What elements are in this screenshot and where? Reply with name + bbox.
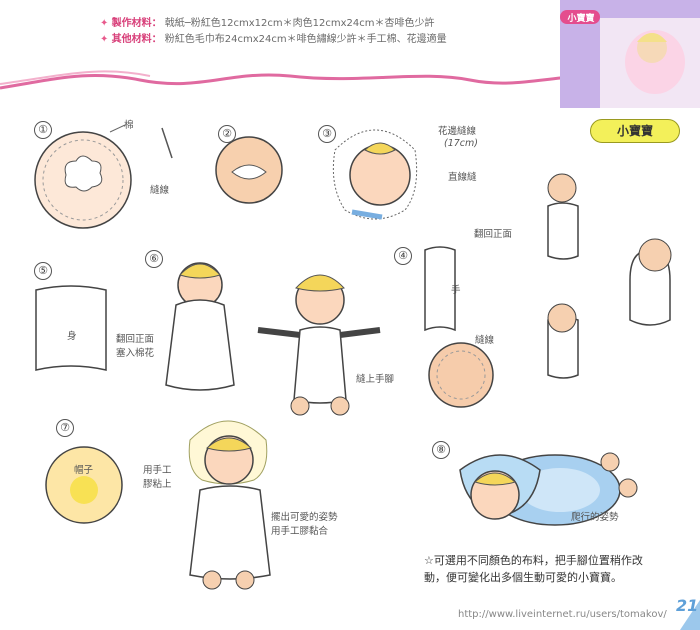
note-pose: 擺出可愛的姿勢 用手工膠黏合 — [271, 512, 338, 537]
tip-text: ☆可選用不同顏色的布料，把手腳位置稍作改動，便可變化出多個生動可愛的小寶寶。 — [424, 554, 643, 584]
step-number-5: ⑤ — [34, 262, 52, 280]
note-straight-stitch: 直線縫 — [448, 172, 477, 183]
note-stitch-4: 縫線 — [475, 335, 495, 346]
note-lace-length: (17cm) — [444, 138, 478, 149]
materials-text: 戟紙─粉紅色12cmx12cm＊肉色12cmx24cm＊杏啡色少許 — [164, 18, 435, 29]
materials-line-2: ✦ 其他材料： 粉紅色毛巾布24cmx24cm＊啡色繡線少許＊手工棉、花邊適量 — [100, 30, 447, 45]
bullet-icon: ✦ — [100, 34, 109, 45]
step-number-7: ⑦ — [56, 419, 74, 437]
materials-line-1: ✦ 製作材料： 戟紙─粉紅色12cmx12cm＊肉色12cmx24cm＊杏啡色少… — [100, 14, 434, 29]
note-hand: 手 — [451, 285, 461, 296]
step-number-8: ⑧ — [432, 441, 450, 459]
note-sew-hands-feet: 縫上手腳 — [356, 374, 395, 385]
materials-text: 粉紅色毛巾布24cmx24cm＊啡色繡線少許＊手工棉、花邊適量 — [164, 34, 447, 45]
materials-label: 其他材料： — [111, 34, 162, 45]
note-hands-glue: 用手工 膠粘上 — [143, 465, 172, 490]
page-number: 21 — [676, 596, 699, 615]
step-number-2: ② — [218, 125, 236, 143]
step-number-3: ③ — [318, 125, 336, 143]
note-lace-stitch: 花邊縫線 — [438, 126, 477, 137]
section-title: 小寶寶 — [590, 119, 680, 143]
materials-label: 製作材料： — [111, 18, 162, 29]
note-body: 身 — [67, 331, 77, 342]
step-number-1: ① — [34, 121, 52, 139]
corner-badge: 小寶寶 — [567, 14, 595, 24]
note-cotton: 棉 — [124, 120, 134, 131]
bullet-icon: ✦ — [100, 18, 109, 29]
step-number-4: ④ — [394, 247, 412, 265]
step-number-6: ⑥ — [145, 250, 163, 268]
note-stitch-1: 縫線 — [150, 185, 170, 196]
note-turn-right-side: 翻回正面 — [474, 229, 513, 240]
note-turn-and-stuff: 翻回正面 塞入棉花 — [116, 334, 155, 359]
note-crawl: 爬行的姿勢 — [571, 512, 619, 523]
source-url: http://www.liveinternet.ru/users/tomakov… — [458, 609, 667, 620]
note-hat: 帽子 — [74, 465, 94, 476]
